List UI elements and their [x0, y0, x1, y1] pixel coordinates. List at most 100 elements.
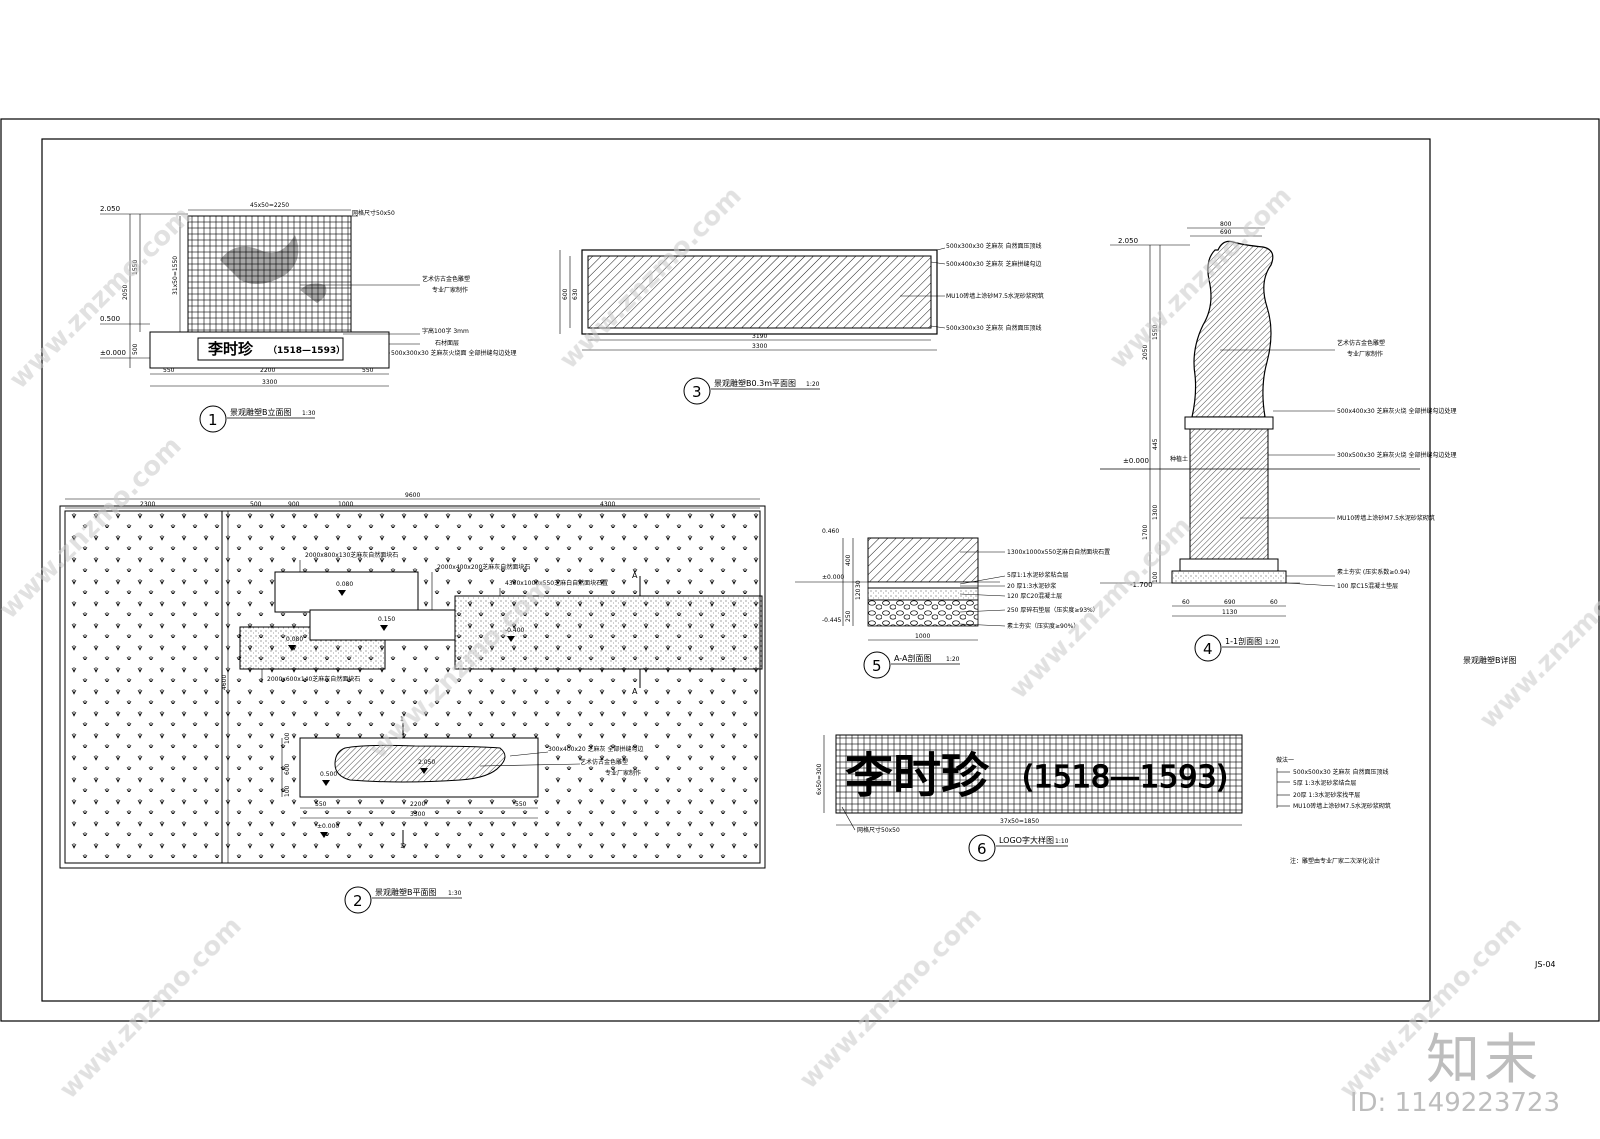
aa-dim-c: 120: [855, 588, 862, 600]
planb-dim-top-d: 1000: [338, 501, 353, 508]
planb-section-mark-a-top: A: [632, 571, 638, 580]
aa-gravel: [867, 599, 979, 627]
planb-sculpture-outline: [334, 744, 506, 783]
aa-stone: [867, 537, 979, 583]
view-2-number: 2: [353, 892, 363, 910]
elev-level-base: ±0.000: [100, 349, 126, 357]
plan03-dim-side-a: 600: [562, 288, 569, 300]
view-1-number-circle: [199, 405, 227, 433]
planb-sculpture-level-ground: ±0.000: [317, 823, 339, 830]
aa-note-4: 120 厚C20混凝土层: [1007, 592, 1062, 600]
section11-note-5: MU10砖墙上涂砂M7.5水泥砂浆砌筑: [1337, 514, 1435, 522]
planb-sculpture-level-top: 2.050: [418, 759, 435, 766]
sculpture-relief-figure: [220, 235, 327, 303]
section11-dim-e: 1300: [1152, 505, 1159, 520]
watermark-9: www.znzmo.com: [794, 901, 988, 1095]
view-6-title: LOGO字大样图: [999, 835, 1054, 845]
view-5-scale: 1:20: [946, 656, 960, 663]
elev-dim-side-c: 500: [132, 343, 139, 355]
view-1-scale: 1:30: [302, 410, 316, 417]
planb-section-mark-1-top: 1: [400, 716, 404, 723]
logo-grid-note: 网格尺寸50x50: [857, 826, 900, 834]
section11-note-6: 素土夯实 (压实系数≥0.94): [1337, 568, 1410, 576]
section11-dim-d: 1700: [1142, 525, 1149, 540]
view-4-section: 2.050 ±0.000 -1.700 种植土 2050 1550 445 17…: [1100, 221, 1456, 662]
section11-footing: [1179, 558, 1279, 572]
planb-note-4: 2000x600x140芝麻灰自然面块石: [267, 675, 360, 683]
section11-dim-top-a: 800: [1220, 221, 1232, 228]
aa-dim-b: 30: [855, 580, 862, 588]
logo-detail-name: 李时珍: [845, 748, 990, 804]
legend-item-3: 20厚 1:3水泥砂浆找平层: [1293, 791, 1360, 799]
aa-note-2: 5厚1:1水泥砂浆粘合层: [1007, 571, 1068, 579]
legend-title: 做法一: [1276, 756, 1294, 764]
view-4-number-circle: [1194, 634, 1222, 662]
view-4-number: 4: [1203, 640, 1213, 658]
planb-scu-dim-total: 3300: [410, 811, 425, 818]
elevation-name-plate: [197, 337, 344, 361]
view-5-number: 5: [872, 657, 882, 675]
section11-dim-bottom-a: 60: [1182, 599, 1190, 606]
construction-legend: 做法一 500x500x30 芝麻灰 自然面压顶线 5厚 1:3水泥砂浆结合层 …: [1276, 756, 1391, 865]
planb-note-3: 4300x1000x550芝麻白自然面块石置: [505, 579, 608, 587]
view-4-title: 1-1剖面图: [1225, 636, 1262, 646]
elev-note-grid: 网格尺寸50x50: [352, 209, 395, 217]
planb-section-mark-1-bottom: 1: [400, 843, 404, 850]
planb-scu-dim-a: 550: [315, 801, 327, 808]
section11-dim-b: 1550: [1152, 325, 1159, 340]
elev-dim-bottom-right: 550: [362, 367, 374, 374]
section11-plinth: [1189, 428, 1269, 560]
logo-dim-width: 37x50=1850: [1000, 818, 1039, 825]
elev-note-letter: 字高100字 3mm: [422, 327, 469, 335]
section11-dim-bottom-c: 60: [1270, 599, 1278, 606]
view-4-scale: 1:20: [1265, 639, 1279, 646]
view-2-title: 景观雕塑B平面图: [375, 887, 437, 897]
planb-lawn: [64, 510, 761, 864]
sheet-main-title: 景观雕塑B详图: [1463, 655, 1517, 665]
elev-note-paving: 500x300x30 芝麻灰火烧面 全部拼缝勾边处理: [391, 349, 516, 357]
section11-slab: [1171, 570, 1287, 584]
watermark-7: www.znzmo.com: [1474, 541, 1600, 735]
section11-note-7: 100 厚C15混凝土垫层: [1337, 582, 1398, 590]
legend-item-4: MU10砖墙上涂砂M7.5水泥砂浆砌筑: [1293, 802, 1391, 810]
image-id-watermark: ID: 1149223723: [1349, 1088, 1560, 1118]
plan03-note-3: MU10砖墙上涂砂M7.5水泥砂浆砌筑: [946, 292, 1044, 300]
view-2-plan: 0.080 0.150 0.080 -0.400 2000x800x130芝麻灰…: [59, 492, 766, 914]
planb-stone-1: [274, 571, 419, 613]
view-6-logo: 李时珍 (1518—1593) 6x50=300 37x50=1850 网格尺寸…: [816, 734, 1243, 862]
elev-dim-side-b: 2050: [122, 285, 129, 300]
section11-dim-c: 445: [1152, 438, 1159, 450]
view-1-elevation: 李时珍 （1518—1593） 2.050 0.500 ±0.000 1550 …: [100, 202, 516, 433]
plan03-dim-side-b: 630: [572, 288, 579, 300]
section11-note-1: 艺术仿古金色雕塑: [1337, 339, 1385, 347]
planb-level-stone-4: -0.400: [505, 627, 525, 634]
section11-note-2: 专业厂家制作: [1347, 350, 1383, 358]
logo-grid: [835, 734, 1243, 814]
planb-dim-top-c: 900: [288, 501, 300, 508]
view-3-number-circle: [683, 377, 711, 405]
elev-dim-total: 3300: [262, 379, 277, 386]
planb-scu-dim-side-a: 100: [284, 732, 291, 744]
view-2-scale: 1:30: [448, 890, 462, 897]
planb-level-stone-3: 0.150: [378, 616, 395, 623]
aa-mortar: [867, 581, 979, 589]
section11-plinth-cap: [1184, 416, 1274, 430]
elev-dim-bottom-left: 550: [163, 367, 175, 374]
planb-note-2: 2000x400x200芝麻灰自然面块石: [437, 563, 530, 571]
planb-scu-dim-side-b: 600: [284, 763, 291, 775]
planb-level-stone-1: 0.080: [336, 581, 353, 588]
view-3-plan: 600 630 3190 3300 500x300x30 芝麻灰 自然面压顶线 …: [559, 242, 1044, 405]
section11-dim-a: 2050: [1142, 345, 1149, 360]
planb-note-7: 专业厂家制作: [605, 769, 641, 777]
view-2-number-circle: [344, 886, 372, 914]
view-5-title: A-A剖面图: [894, 653, 931, 663]
view-6-scale: 1:10: [1055, 838, 1069, 845]
planb-scu-dim-c: 550: [515, 801, 527, 808]
plan03-note-2: 500x400x30 芝麻灰 芝麻拼缝勾边: [946, 260, 1041, 268]
view-6-number: 6: [977, 840, 987, 858]
planb-note-5: 300x400x20 芝麻灰 全部拼缝勾边: [548, 745, 643, 753]
planb-dim-total: 9600: [405, 492, 420, 499]
elev-dim-side-a: 1550: [132, 260, 139, 275]
elevation-logo-years: （1518—1593）: [268, 345, 345, 356]
